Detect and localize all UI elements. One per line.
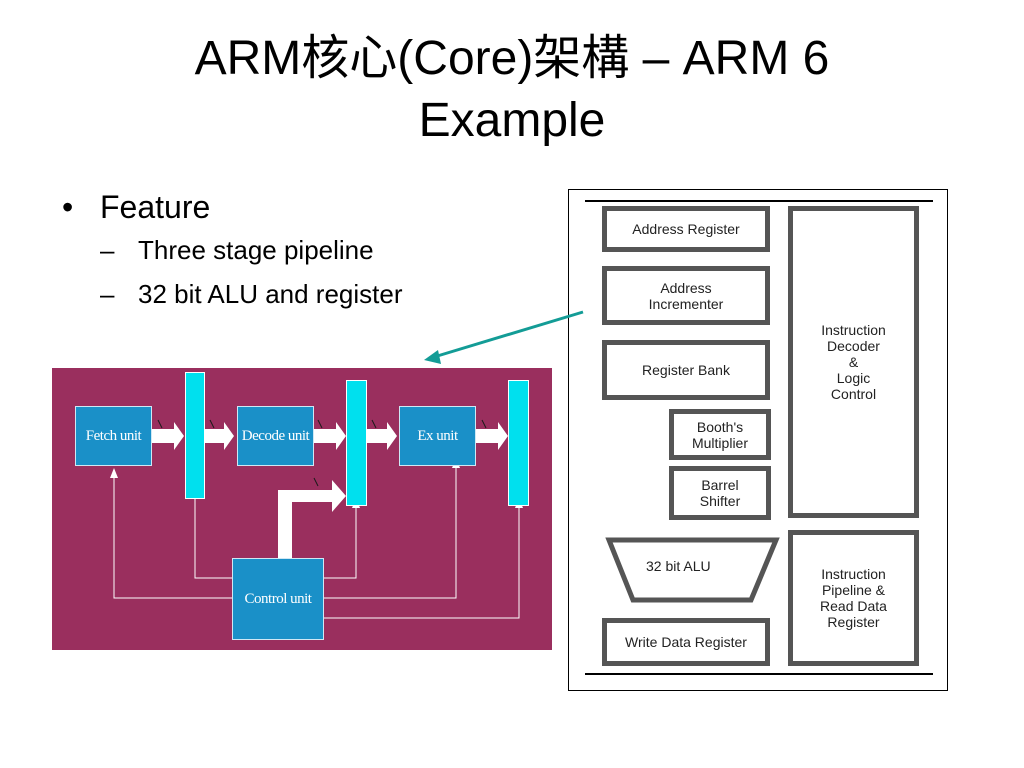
ex-unit: Ex unit xyxy=(399,406,476,466)
feature-heading: Feature xyxy=(58,186,538,228)
instruction-pipeline-read-data-register: Instruction Pipeline & Read Data Registe… xyxy=(788,530,919,666)
control-to-reg3-line xyxy=(324,506,520,619)
flow-arrow-reg1-decode xyxy=(205,422,234,450)
alu-trapezoid xyxy=(605,537,780,603)
feature-item-alu: 32 bit ALU and register xyxy=(58,272,538,316)
title-line-1: ARM核心(Core)架構 – ARM 6 xyxy=(194,32,830,85)
pipeline-connectors xyxy=(110,419,523,619)
arm6-frame-lines xyxy=(585,200,933,675)
arm6-block-diagram: Address Register Address Incrementer Reg… xyxy=(568,189,948,691)
feature-item-pipeline: Three stage pipeline xyxy=(58,228,538,272)
address-incrementer: Address Incrementer xyxy=(602,266,770,325)
pipeline-diagram: Fetch unit Decode unit Ex unit Control u… xyxy=(52,368,552,650)
title-line-2: Example xyxy=(418,94,606,147)
slide-title: ARM核心(Core)架構 – ARM 6 Example xyxy=(0,28,1024,152)
decode-unit: Decode unit xyxy=(237,406,314,466)
address-register: Address Register xyxy=(602,206,770,252)
pipeline-register-2 xyxy=(346,380,367,506)
flow-arrow-control-up xyxy=(278,480,346,558)
instruction-decoder-logic-control: Instruction Decoder & Logic Control xyxy=(788,206,919,518)
arrowhead-fetch xyxy=(110,468,118,478)
register-bank: Register Bank xyxy=(602,340,770,400)
flow-arrow-fetch-reg1 xyxy=(152,422,184,450)
control-to-ex-line xyxy=(324,466,457,599)
pipeline-register-3 xyxy=(508,380,529,506)
pipeline-register-1 xyxy=(185,372,205,499)
feature-list: Feature Three stage pipeline 32 bit ALU … xyxy=(58,186,538,316)
flow-arrow-decode-reg2 xyxy=(314,422,346,450)
flow-arrow-reg2-ex xyxy=(367,422,397,450)
alu-label: 32 bit ALU xyxy=(646,558,711,574)
control-to-fetch-line xyxy=(113,476,232,599)
control-unit: Control unit xyxy=(232,558,324,640)
barrel-shifter: Barrel Shifter xyxy=(669,466,771,520)
fetch-unit: Fetch unit xyxy=(75,406,152,466)
control-to-reg2-line xyxy=(324,506,357,579)
write-data-register: Write Data Register xyxy=(602,618,770,666)
flow-arrow-ex-reg3 xyxy=(476,422,508,450)
control-to-reg1-line xyxy=(194,496,232,579)
booths-multiplier: Booth's Multiplier xyxy=(669,409,771,460)
